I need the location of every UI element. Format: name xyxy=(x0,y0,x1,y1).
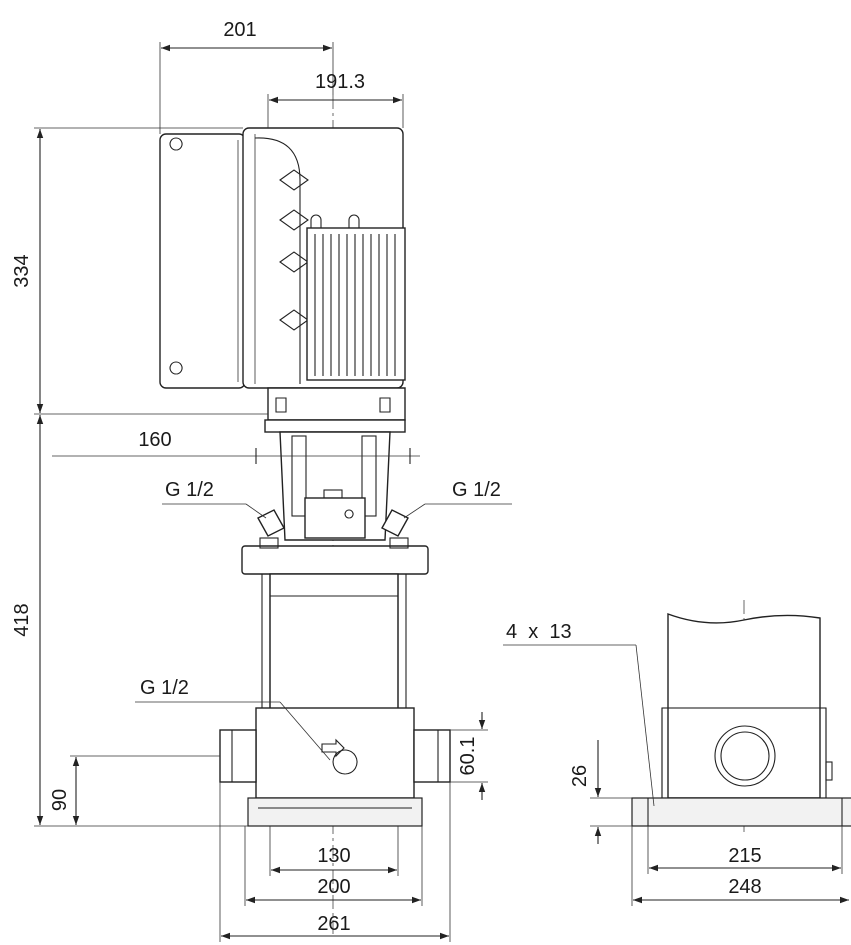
dim-label-motor-height: 334 xyxy=(11,254,33,287)
callout-vent-right: G 1/2 xyxy=(403,479,512,519)
callout-drain: G 1/2 xyxy=(135,677,331,761)
dim-418: 418 xyxy=(11,415,248,827)
dim-label-inlet-height: 90 xyxy=(49,789,71,811)
motor-stool xyxy=(264,387,406,541)
dim-label-side-inner: 215 xyxy=(728,845,761,867)
dim-215: 215 xyxy=(647,826,843,874)
dim-90: 90 xyxy=(49,755,220,825)
dim-201: 201 xyxy=(159,19,334,134)
dim-26: 26 xyxy=(569,740,632,844)
dim-label-side-height: 26 xyxy=(569,765,591,787)
dim-label-base-mid: 200 xyxy=(317,876,350,898)
dim-248: 248 xyxy=(631,826,849,906)
dim-60-1: 60.1 xyxy=(450,712,488,800)
front-view: 201 191.3 334 160 418 90 xyxy=(11,19,512,942)
dim-200: 200 xyxy=(244,826,423,906)
dim-label-base-inner: 130 xyxy=(317,845,350,867)
dim-label-side-total: 248 xyxy=(728,876,761,898)
dim-261: 261 xyxy=(219,782,451,942)
callout-drain-label: G 1/2 xyxy=(140,677,189,699)
callout-holes: 4 x 13 xyxy=(503,621,655,807)
callout-vent-right-label: G 1/2 xyxy=(452,479,501,501)
side-sleeve xyxy=(661,612,833,799)
dim-191-3: 191.3 xyxy=(267,71,404,128)
callout-holes-label: 4 x 13 xyxy=(506,621,572,643)
dim-label-port-offset: 60.1 xyxy=(457,737,479,776)
dim-label-base-total: 261 xyxy=(317,913,350,935)
dim-label-motor-head: 191.3 xyxy=(315,71,365,93)
pump-head xyxy=(241,537,429,575)
side-baseplate xyxy=(631,797,851,827)
callout-vent-left-label: G 1/2 xyxy=(165,479,214,501)
callout-vent-left: G 1/2 xyxy=(162,479,267,519)
side-view: 215 248 26 4 x 13 xyxy=(503,600,851,906)
dim-label-motor-width: 201 xyxy=(223,19,256,41)
dim-334: 334 xyxy=(11,127,268,415)
pump-base xyxy=(219,707,451,827)
dim-160: 160 xyxy=(52,429,420,464)
dim-130: 130 xyxy=(269,826,399,876)
dim-label-pump-height: 418 xyxy=(11,603,33,636)
motor xyxy=(306,214,406,381)
box-ribs xyxy=(279,169,309,331)
dim-label-coupling: 160 xyxy=(138,429,171,451)
